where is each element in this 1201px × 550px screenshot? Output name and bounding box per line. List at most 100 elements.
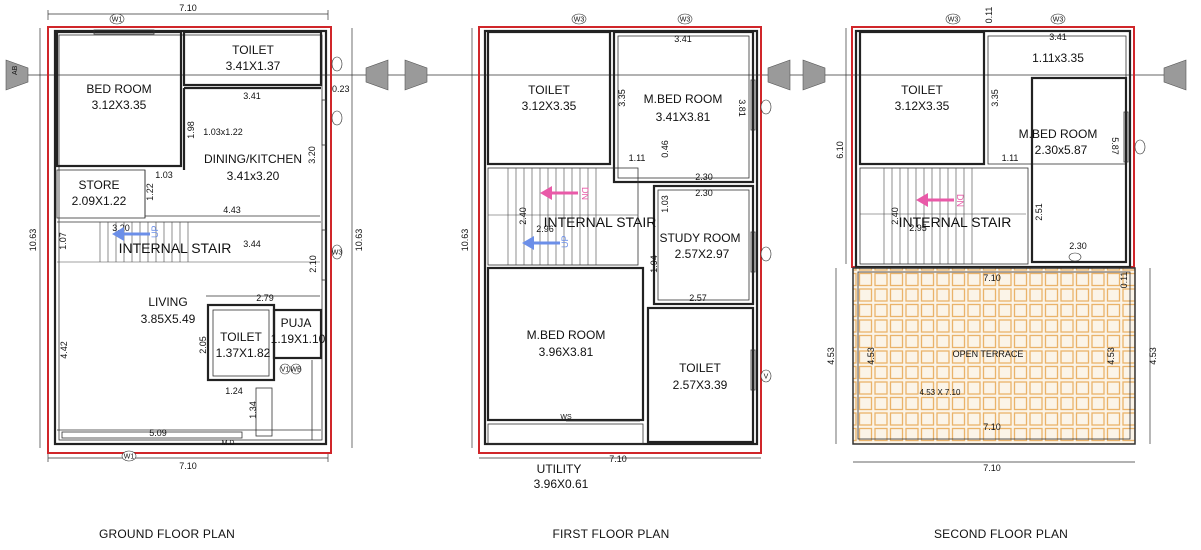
svg-text:UP: UP [150,225,160,238]
svg-text:W3: W3 [1053,17,1064,24]
ground-toilet-label: TOILET [232,43,274,57]
ground-floor-plan: 7.10 7.10 10.63 10.63 [28,3,364,471]
ground-store-size: 2.09X1.22 [72,194,127,208]
first-tag-ws: WS [560,414,572,421]
first-tag-v: V [760,369,772,383]
second-stair-down-arrow: DN [916,193,965,207]
ground-dim-210: 2.10 [308,255,318,273]
second-dim-453d: 4.53 [1148,347,1158,365]
first-dim-296: 2.96 [536,224,554,234]
second-dim-710a: 7.10 [983,273,1001,283]
ground-dim-103: 1.03 [155,170,173,180]
second-floor-plan: TOILET 3.12X3.35 1.11x3.35 M.BED ROOM 2.… [826,7,1158,473]
ground-dim-122: 1.22 [145,183,155,201]
second-tag-w2 [1134,139,1146,155]
ground-tag-v1: V1 [279,363,291,375]
ground-tag-w3-a [331,56,343,72]
first-dim-230a: 2.30 [695,172,713,182]
first-dim-240: 2.40 [518,207,528,225]
second-dim-335: 3.35 [990,89,1000,107]
svg-text:AB: AB [12,65,19,75]
ground-dim-279: 2.79 [256,293,274,303]
ground-dim-right: 10.63 [354,229,364,252]
second-mbed-size: 2.30x5.87 [1035,143,1088,157]
first-study-label: STUDY ROOM [659,231,740,245]
terrace-size: 4.53 X 7.10 [920,388,961,397]
section-marker-right-3 [1163,59,1187,91]
ground-tag-w1-bottom: W1 [121,450,137,462]
ground-dim-left: 10.63 [28,229,38,252]
second-dim-710c: 7.10 [983,463,1001,473]
ground-dim-124: 1.24 [225,386,243,396]
ground-bedroom-size: 3.12X3.35 [92,98,147,112]
section-marker-left-1: AB [5,59,29,91]
ground-dim-320h: 3.20 [112,223,130,233]
second-dim-610: 6.10 [835,141,845,159]
ground-living-size: 3.85X5.49 [141,312,196,326]
first-toilet-size: 3.12X3.35 [522,99,577,113]
second-dim-453a: 4.53 [826,347,836,365]
second-outline [851,26,1135,268]
section-marker-right-1 [365,59,389,91]
second-tag-w3-a: W3 [945,13,961,25]
first-dim-103: 1.03 [660,195,670,213]
svg-text:W3: W3 [948,17,959,24]
first-utility-label: UTILITY [537,462,582,476]
section-marker-left-3 [802,59,826,91]
second-dim-453c: 4.53 [1106,347,1116,365]
first-stair-up-arrow: UP [522,235,570,250]
first-tag-w3-a: W3 [571,13,587,25]
second-dim-240: 2.40 [890,207,900,225]
second-dim-251: 2.51 [1034,203,1044,221]
second-dim-011a: 0.11 [984,7,994,24]
ground-living-label: LIVING [148,295,187,309]
first-mbed-size: 3.41X3.81 [656,110,711,124]
ground-tag-w2 [331,110,343,126]
first-tag-w3-d [760,246,772,262]
second-dim-295: 2.95 [909,223,927,233]
first-dim-257: 2.57 [689,293,707,303]
second-dim-587: 5.87 [1110,137,1120,155]
ground-toilet-size: 3.41X1.37 [226,59,281,73]
ground-dim-341: 3.41 [243,91,261,101]
first-mbed2-label: M.BED ROOM [527,328,606,342]
open-terrace [852,267,1136,445]
ground-floor-caption: GROUND FLOOR PLAN [99,527,235,541]
ground-bedroom-label: BED ROOM [86,82,151,96]
second-floor-caption: SECOND FLOOR PLAN [934,527,1068,541]
ground-dim-443: 4.43 [223,205,241,215]
first-outline [478,26,762,454]
ground-dim-103x122: 1.03x1.22 [203,127,243,137]
first-dim-194: 1.94 [649,255,659,273]
first-dim-left: 10.63 [460,229,470,252]
ground-toilet2-size: 1.37X1.82 [216,346,271,360]
first-dim-bottom: 7.10 [609,454,627,464]
second-mbed-label: M.BED ROOM [1019,127,1098,141]
second-toilet-label: TOILET [901,83,943,97]
first-mbed-label: M.BED ROOM [644,92,723,106]
first-tag-w3-c [760,99,772,115]
first-dim-335: 3.35 [617,89,627,107]
ground-dim-442: 4.42 [59,341,69,359]
ground-dim-bottom: 7.10 [179,461,197,471]
ground-tag-w1-top: W1 [109,13,125,25]
ground-puja-label: PUJA [281,316,312,330]
second-dim-230: 2.30 [1069,241,1087,251]
ground-stair-up-arrow: UP [112,225,160,241]
svg-text:DN: DN [580,187,590,200]
first-dim-381: 3.81 [737,99,747,117]
first-toilet2-label: TOILET [679,361,721,375]
first-floor-caption: FIRST FLOOR PLAN [552,527,669,541]
first-dim-111: 1.11 [629,153,646,163]
ground-dining-label: DINING/KITCHEN [204,152,302,166]
second-dim-011b: 0.11 [1119,272,1129,289]
terrace-label: OPEN TERRACE [953,349,1024,359]
svg-text:W1: W1 [124,454,135,461]
first-mbed2-size: 3.96X3.81 [539,345,594,359]
second-tag-w3-b: W3 [1050,13,1066,25]
svg-text:W3: W3 [332,250,343,257]
second-dim-111: 1.11 [1002,153,1019,163]
ground-dim-134: 1.34 [248,401,258,419]
ground-dim-205: 2.05 [198,336,208,354]
